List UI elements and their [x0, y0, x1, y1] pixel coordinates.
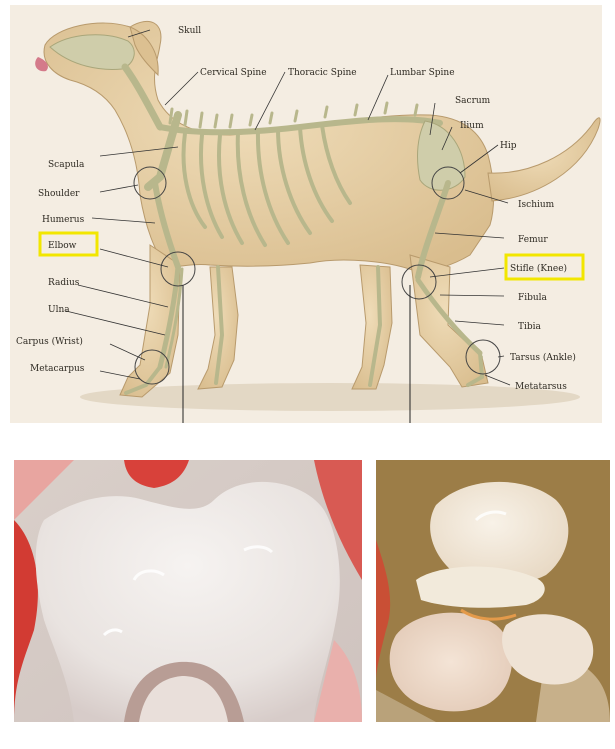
stifle-joint-photo [376, 460, 610, 722]
label-humerus: Humerus [42, 215, 85, 225]
label-tarsus: Tarsus (Ankle) [510, 352, 576, 363]
label-carpus: Carpus (Wrist) [16, 336, 83, 347]
label-thoracic-spine: Thoracic Spine [288, 68, 357, 78]
label-elbow: Elbow [48, 241, 77, 251]
label-sacrum: Sacrum [455, 96, 491, 106]
ground-shadow [80, 383, 580, 411]
label-radius: Radius [48, 278, 80, 288]
dog-skeleton-illustration: Skull Cervical Spine Thoracic Spine Lumb… [10, 5, 602, 423]
label-cervical-spine: Cervical Spine [200, 68, 267, 78]
label-metatarsus: Metatarsus [515, 382, 567, 392]
label-ilium: Ilium [460, 121, 484, 131]
label-shoulder: Shoulder [38, 189, 80, 199]
label-hip: Hip [500, 141, 517, 151]
label-ischium: Ischium [518, 200, 555, 210]
label-stifle: Stifle (Knee) [510, 263, 567, 274]
elbow-joint-photo [14, 460, 362, 722]
label-ulna: Ulna [48, 305, 70, 315]
label-femur: Femur [518, 235, 548, 245]
label-skull: Skull [178, 26, 201, 36]
label-tibia: Tibia [518, 322, 542, 332]
label-metacarpus: Metacarpus [30, 364, 85, 374]
label-lumbar-spine: Lumbar Spine [390, 68, 455, 78]
label-scapula: Scapula [48, 160, 85, 170]
label-fibula: Fibula [518, 293, 548, 303]
